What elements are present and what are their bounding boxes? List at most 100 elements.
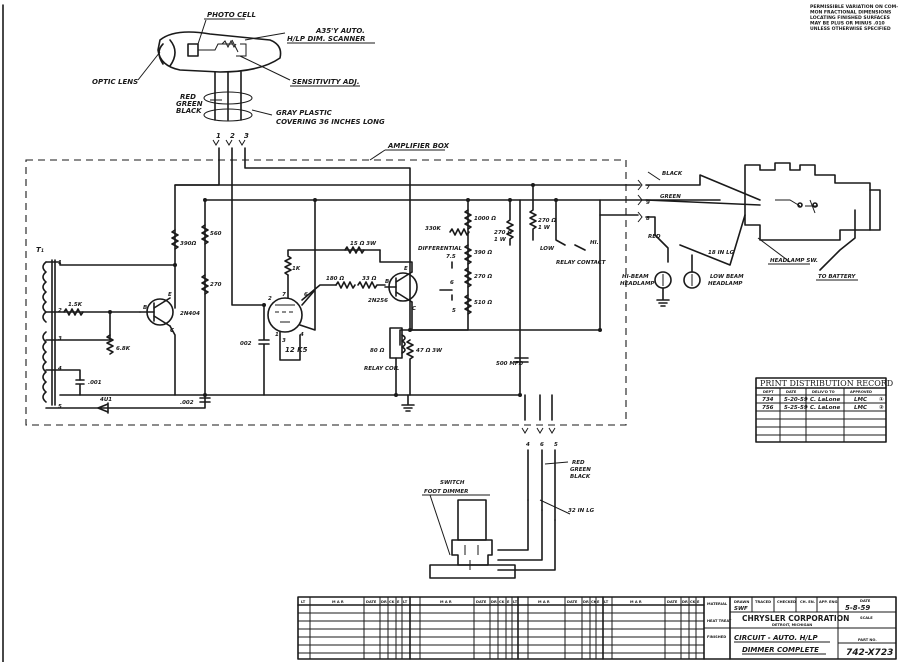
t1-secondary-coil: [42, 331, 47, 403]
term-5-label: 5: [554, 442, 558, 448]
r-510-label: 510 Ω: [474, 300, 492, 306]
rev-header-mar-2: M A R: [440, 600, 452, 604]
switch-wires-vertical: [527, 449, 556, 521]
resistor-390-b: [464, 244, 472, 265]
ch-en-label: CH. EN.: [800, 600, 815, 604]
scanner-pin-3: 3: [244, 132, 249, 140]
resistor-6-8k: [106, 334, 114, 355]
resistor-1k: [284, 255, 292, 276]
dist-row2-date: 5-25-59: [784, 405, 808, 411]
r-390-a-label: 390Ω: [180, 241, 196, 247]
foot-dimmer-section: RED GREEN BLACK SWITCH FOOT DIMMER 32 IN…: [422, 449, 595, 579]
resistor-33: [357, 281, 386, 289]
resistor-270-1w-a: [529, 184, 537, 241]
svg-text:3: 3: [58, 336, 62, 342]
r-560-label: 560: [210, 231, 222, 237]
photo-cell-label: PHOTO CELL: [207, 11, 256, 19]
scanner-cable-wires: [214, 71, 242, 121]
battery-wire: [819, 209, 856, 271]
drawn-label: DRAWN: [734, 600, 749, 604]
wire-red-label: RED: [180, 93, 196, 101]
term-7-label: 7: [646, 185, 650, 191]
rev-header-ck-3: CK: [591, 600, 597, 604]
resistor-15-3w: [344, 246, 365, 254]
wire-t1-3: [45, 311, 111, 341]
tap-selector: [439, 261, 453, 301]
rev-header-dr-1: DR: [381, 600, 387, 604]
lamp-green-label: GREEN: [660, 194, 681, 200]
relay-contact-label: RELAY CONTACT: [556, 260, 607, 266]
switch-base: [451, 539, 493, 566]
r-270-1w-a2-label: 1 W: [538, 225, 551, 231]
headlamp-section: BLACK GREEN RED 18 IN LG HI-BEAM HEADLAM…: [620, 162, 881, 307]
sensitivity-leader: [239, 55, 291, 81]
scale-label: SCALE: [860, 616, 873, 620]
dist-row1-mark: ①: [879, 397, 884, 403]
r-330k-label: 330K: [425, 226, 441, 232]
q1-e-label: E: [168, 292, 172, 298]
r-33-label: 33 Ω: [362, 276, 377, 282]
dist-row2-approved: LMC: [854, 405, 867, 411]
heat-treat-label: HEAT TREAT: [707, 619, 732, 623]
lamp-wire-green: [645, 199, 761, 206]
capacitor-002-b: [199, 397, 211, 403]
cable-covering-ellipse-1: [203, 91, 253, 105]
dist-row1-dept: 734: [762, 397, 774, 403]
r-390-b-label: 390 Ω: [474, 250, 492, 256]
covering-label-2: COVERING 36 INCHES LONG: [276, 118, 385, 126]
tube-p6: 6: [304, 292, 308, 298]
photo-cell-shape: [187, 43, 199, 57]
q2-c-label: C: [412, 306, 416, 312]
finished-label: FINISHED: [707, 635, 726, 639]
ground-symbol-1: [401, 394, 415, 412]
rev-header-e-2: E: [507, 600, 510, 604]
rev-header-ck-4: CK: [690, 600, 696, 604]
date-label: DATE: [860, 599, 871, 603]
tube-12k5-body: [267, 297, 303, 333]
scanner-name-1: A35'Y AUTO.: [315, 27, 365, 35]
hi-label: HI.: [590, 240, 599, 246]
lamp-wire-black: [645, 174, 761, 201]
switch-plate: [429, 564, 516, 579]
scanner-pin-stubs: [218, 147, 246, 161]
scanner-pin-connectors: [212, 139, 246, 146]
r-6-8k-label: 6.8K: [116, 346, 131, 352]
tube-p7: 7: [282, 292, 286, 298]
c-002-b-label: .002: [180, 400, 194, 406]
q1-b-label: B: [143, 305, 147, 311]
resistor-47-3w: [406, 339, 414, 396]
revision-columns: [309, 596, 697, 660]
rev-header-date-2: DATE: [476, 600, 487, 604]
bottom-terminal-wires: [524, 394, 553, 421]
headlamp-sw-label: HEADLAMP SW.: [770, 258, 818, 264]
low-label: LOW: [540, 246, 555, 252]
switch-body: [457, 499, 487, 541]
note-line-3: LOCATING FINISHED SURFACES: [810, 15, 890, 21]
wire-scanner-green: [231, 159, 266, 306]
dist-row2-dept: 756: [762, 405, 774, 411]
switch-red-label: RED: [572, 460, 585, 466]
tap-5-label: 5: [452, 308, 456, 314]
dist-row2-deliv: C. LaLone: [810, 405, 840, 411]
box-right-terminals: [637, 179, 643, 223]
scanner-pin-2: 2: [230, 132, 235, 140]
lamp-wire-red: [645, 216, 669, 263]
switch-black-label: BLACK: [570, 474, 591, 480]
switch-wires: [497, 499, 556, 571]
amplifier-box-label: AMPLIFIER BOX: [387, 142, 450, 150]
print-distribution-record: PRINT DISTRIBUTION RECORD DEPT DATE DELI…: [755, 377, 893, 443]
c-002-a-label: 002: [240, 341, 252, 347]
dist-row1-deliv: C. LaLone: [810, 397, 840, 403]
wire-t1-1: [45, 261, 176, 266]
rev-header-lt-2: LT: [403, 600, 408, 604]
scanner-name-leader: [244, 32, 286, 41]
tube-label: 12 K5: [285, 346, 308, 354]
sensitivity-label: SENSITIVITY ADJ.: [292, 78, 360, 86]
tube-p1: 1: [275, 332, 279, 338]
t1-primary-coil: [42, 261, 47, 323]
rev-header-dr-2: DR: [491, 600, 497, 604]
rev-header-mar-1: M A R: [332, 600, 344, 604]
switch-green-label: GREEN: [570, 467, 591, 473]
r-270-1w-b2-label: 1 W: [494, 237, 507, 243]
